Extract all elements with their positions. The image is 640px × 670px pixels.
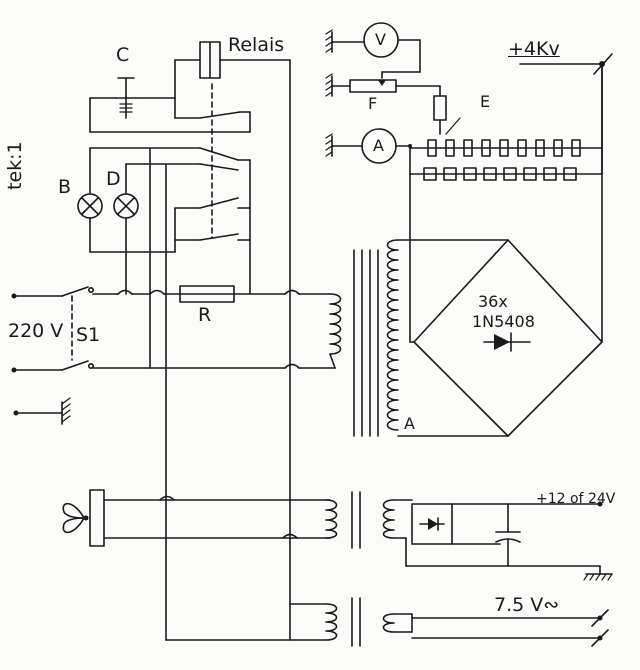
- lamp-d-label: D: [106, 168, 121, 190]
- ammeter-label: A: [373, 136, 384, 155]
- hv-transformer: [329, 239, 509, 437]
- hv-output-terminal: [519, 53, 613, 175]
- voltmeter: [325, 22, 421, 79]
- lv-rectifier: [405, 501, 613, 581]
- switch-s1-label: S1: [76, 324, 101, 346]
- resistor-r: [179, 285, 235, 303]
- relay-coil: [174, 41, 291, 641]
- mains-line-top: [11, 286, 331, 299]
- lv-output-label: +12 of 24V: [536, 491, 616, 507]
- push-button-c: [89, 77, 251, 133]
- transformer-tap-a-label: A: [404, 414, 415, 433]
- push-button-c-label: C: [116, 44, 130, 66]
- mains-line-bottom: [11, 360, 336, 373]
- label-e: E: [480, 92, 491, 111]
- lamp-b-label: B: [58, 176, 72, 198]
- potentiometer-f: [325, 73, 447, 135]
- lamp-d: [113, 163, 139, 295]
- lv-transformer-1: [325, 491, 413, 567]
- ground-terminal: [13, 397, 71, 425]
- relay-label: Relais: [228, 34, 285, 56]
- fan-motor: [62, 489, 331, 547]
- figure-label: tek:1: [4, 141, 26, 190]
- mains-voltage-label: 220 V: [8, 320, 64, 342]
- relay-contacts: [89, 111, 251, 641]
- resistor-chain: [409, 167, 603, 181]
- ac-output-label: 7.5 V∾: [494, 594, 560, 616]
- potentiometer-f-label: F: [368, 94, 378, 113]
- voltmeter-label: V: [375, 30, 386, 49]
- hv-output-label: +4Kv: [508, 38, 560, 60]
- diode-count-label: 36x: [478, 292, 508, 311]
- diode-type-label: 1N5408: [472, 312, 535, 331]
- resistor-r-label: R: [198, 304, 212, 326]
- ammeter: [325, 128, 412, 164]
- diode-bridge: [409, 63, 603, 437]
- label-e-pointer: [445, 117, 461, 135]
- lamp-b: [77, 147, 176, 253]
- lv-transformer-2: [165, 597, 609, 647]
- capacitor-chain: [409, 139, 603, 175]
